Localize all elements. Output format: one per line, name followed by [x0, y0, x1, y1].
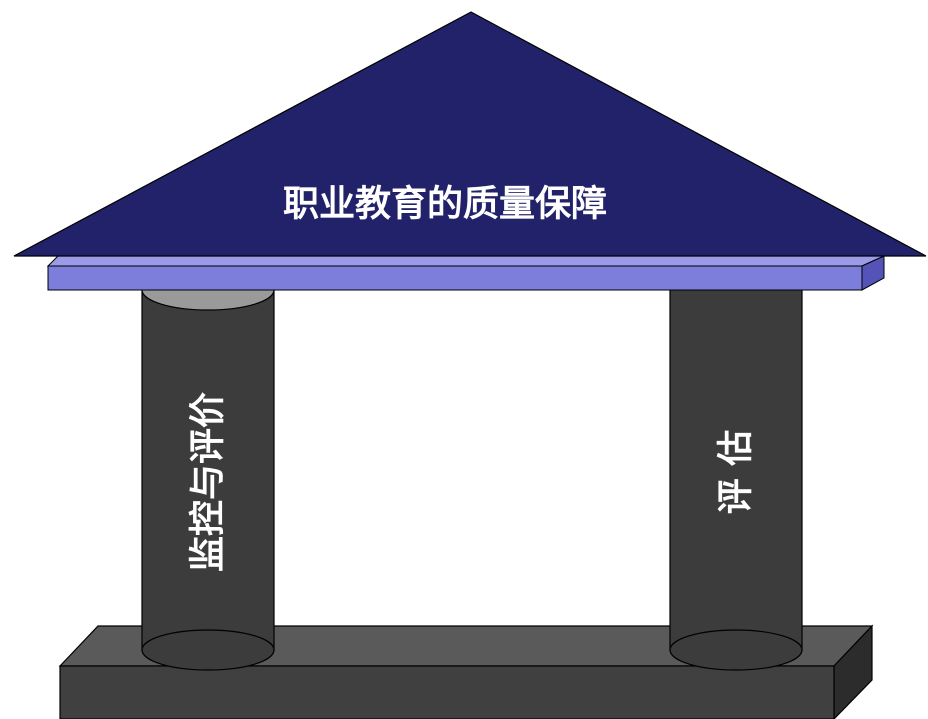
left-pillar-sides-mask: [143, 650, 273, 651]
right-pillar-label: 评 估: [716, 430, 757, 515]
left-pillar: 监控与评价: [141, 269, 275, 671]
roof-triangle: [13, 11, 927, 257]
base-front-face: [59, 665, 835, 719]
beam: [46, 255, 885, 291]
roof: 职业教育的质量保障: [13, 11, 927, 257]
beam-front-face: [47, 265, 863, 291]
roof-label: 职业教育的质量保障: [283, 184, 607, 225]
right-pillar-bottom: [669, 629, 803, 671]
beam-top-face: [46, 255, 885, 267]
left-pillar-label: 监控与评价: [188, 392, 229, 572]
right-pillar: 评 估: [669, 284, 803, 671]
